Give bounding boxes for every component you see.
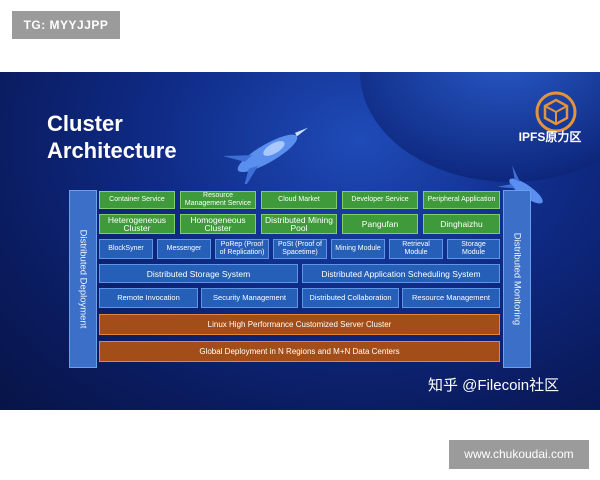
bottom-tag: www.chukoudai.com (449, 440, 589, 469)
cell-heterogeneous-cluster: Heterogeneous Cluster (99, 214, 175, 234)
cell-distributed-storage-system: Distributed Storage System (99, 264, 298, 283)
cell-remote-invocation: Remote Invocation (99, 288, 198, 308)
cell-pangufan: Pangufan (342, 214, 418, 234)
cell-developer-service: Developer Service (342, 191, 418, 209)
cell-storage-module: Storage Module (447, 239, 500, 259)
cell-dinghaizhu: Dinghaizhu (423, 214, 500, 234)
title-line-1: Cluster (47, 111, 123, 136)
cell-distributed-collaboration: Distributed Collaboration (302, 288, 399, 308)
cell-homogeneous-cluster: Homogeneous Cluster (180, 214, 256, 234)
top-tag: TG: MYYJJPP (12, 11, 120, 39)
cell-porep: PoRep (Proof of Replication) (215, 239, 269, 259)
cell-peripheral-application: Peripheral Application (423, 191, 500, 209)
cell-distributed-application-scheduling-system: Distributed Application Scheduling Syste… (302, 264, 500, 283)
watermark-text: 知乎 @Filecoin社区 (428, 377, 560, 394)
cell-resource-management: Resource Management (402, 288, 500, 308)
diagram-title: Cluster Architecture (47, 110, 177, 164)
side-distributed-deployment: Distributed Deployment (69, 190, 97, 368)
cell-resource-management-service: Resource Management Service (180, 191, 256, 209)
cell-linux-server-cluster: Linux High Performance Customized Server… (99, 314, 500, 335)
cell-distributed-mining-pool: Distributed Mining Pool (261, 214, 337, 234)
cell-mining-module: Mining Module (331, 239, 385, 259)
cell-messenger: Messenger (157, 239, 211, 259)
cell-retrieval-module: Retrieval Module (389, 239, 443, 259)
cell-post: PoSt (Proof of Spacetime) (273, 239, 327, 259)
ipfs-cube-logo-icon (535, 91, 577, 133)
cell-blocksyner: BlockSyner (99, 239, 153, 259)
cell-global-deployment: Global Deployment in N Regions and M+N D… (99, 341, 500, 362)
architecture-banner: Cluster Architecture IPFS原力区 Distributed… (0, 72, 600, 410)
logo-label: IPFS原力区 (518, 130, 582, 144)
side-distributed-monitoring: Distributed Monitoring (503, 190, 531, 368)
cell-security-management: Security Management (201, 288, 298, 308)
side-label-left: Distributed Deployment (77, 229, 89, 329)
cell-cloud-market: Cloud Market (261, 191, 337, 209)
rocket-icon (222, 127, 309, 184)
cell-container-service: Container Service (99, 191, 175, 209)
side-label-right: Distributed Monitoring (511, 232, 523, 326)
title-line-2: Architecture (47, 138, 177, 163)
